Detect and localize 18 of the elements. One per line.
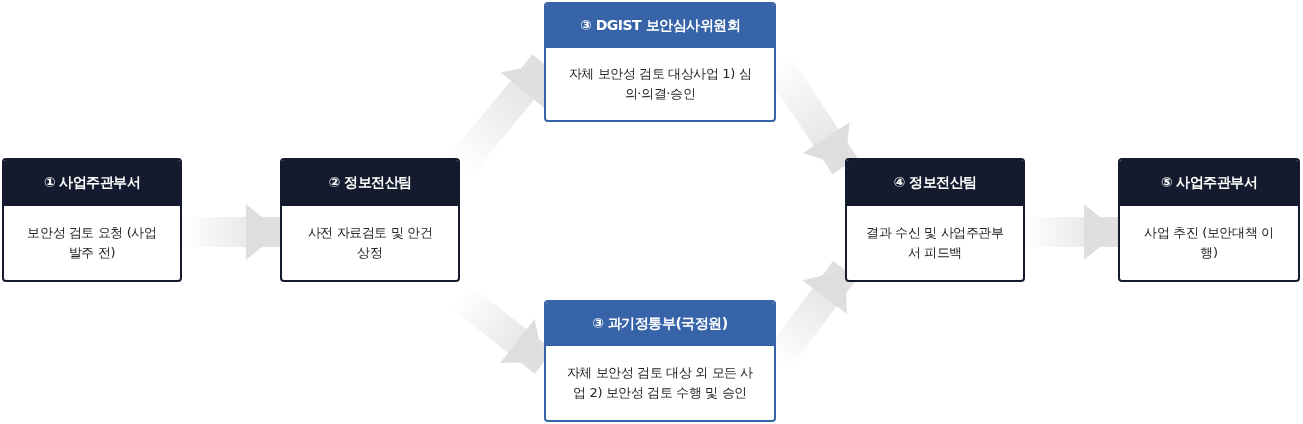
header-bar: ⑤ 사업주관부서 xyxy=(1120,160,1298,206)
description-text: 자체 보안성 검토 대상 외 모든 사업 2) 보안성 검토 수행 및 승인 xyxy=(565,364,755,402)
process-box xyxy=(280,158,460,282)
description-text: 사업 추진 (보안대책 이행) xyxy=(1143,224,1275,262)
process-box xyxy=(845,158,1025,282)
header-bar: ③ 과기정통부(국정원) xyxy=(546,302,774,346)
process-box xyxy=(544,300,776,422)
process-box xyxy=(2,158,182,282)
description-text: 보안성 검토 요청 (사업 발주 전) xyxy=(26,224,158,262)
header-bar: ④ 정보전산팀 xyxy=(847,160,1023,206)
header-bar: ① 사업주관부서 xyxy=(4,160,180,206)
description-text: 자체 보안성 검토 대상사업 1) 심의·의결·승인 xyxy=(567,65,753,103)
process-box xyxy=(544,2,776,122)
process-box xyxy=(1118,158,1300,282)
header-bar: ③ DGIST 보안심사위원회 xyxy=(546,4,774,48)
description-text: 결과 수신 및 사업주관부서 피드백 xyxy=(865,224,1005,262)
header-bar: ② 정보전산팀 xyxy=(282,160,458,206)
description-text: 사전 자료검토 및 안건 상정 xyxy=(306,224,434,262)
